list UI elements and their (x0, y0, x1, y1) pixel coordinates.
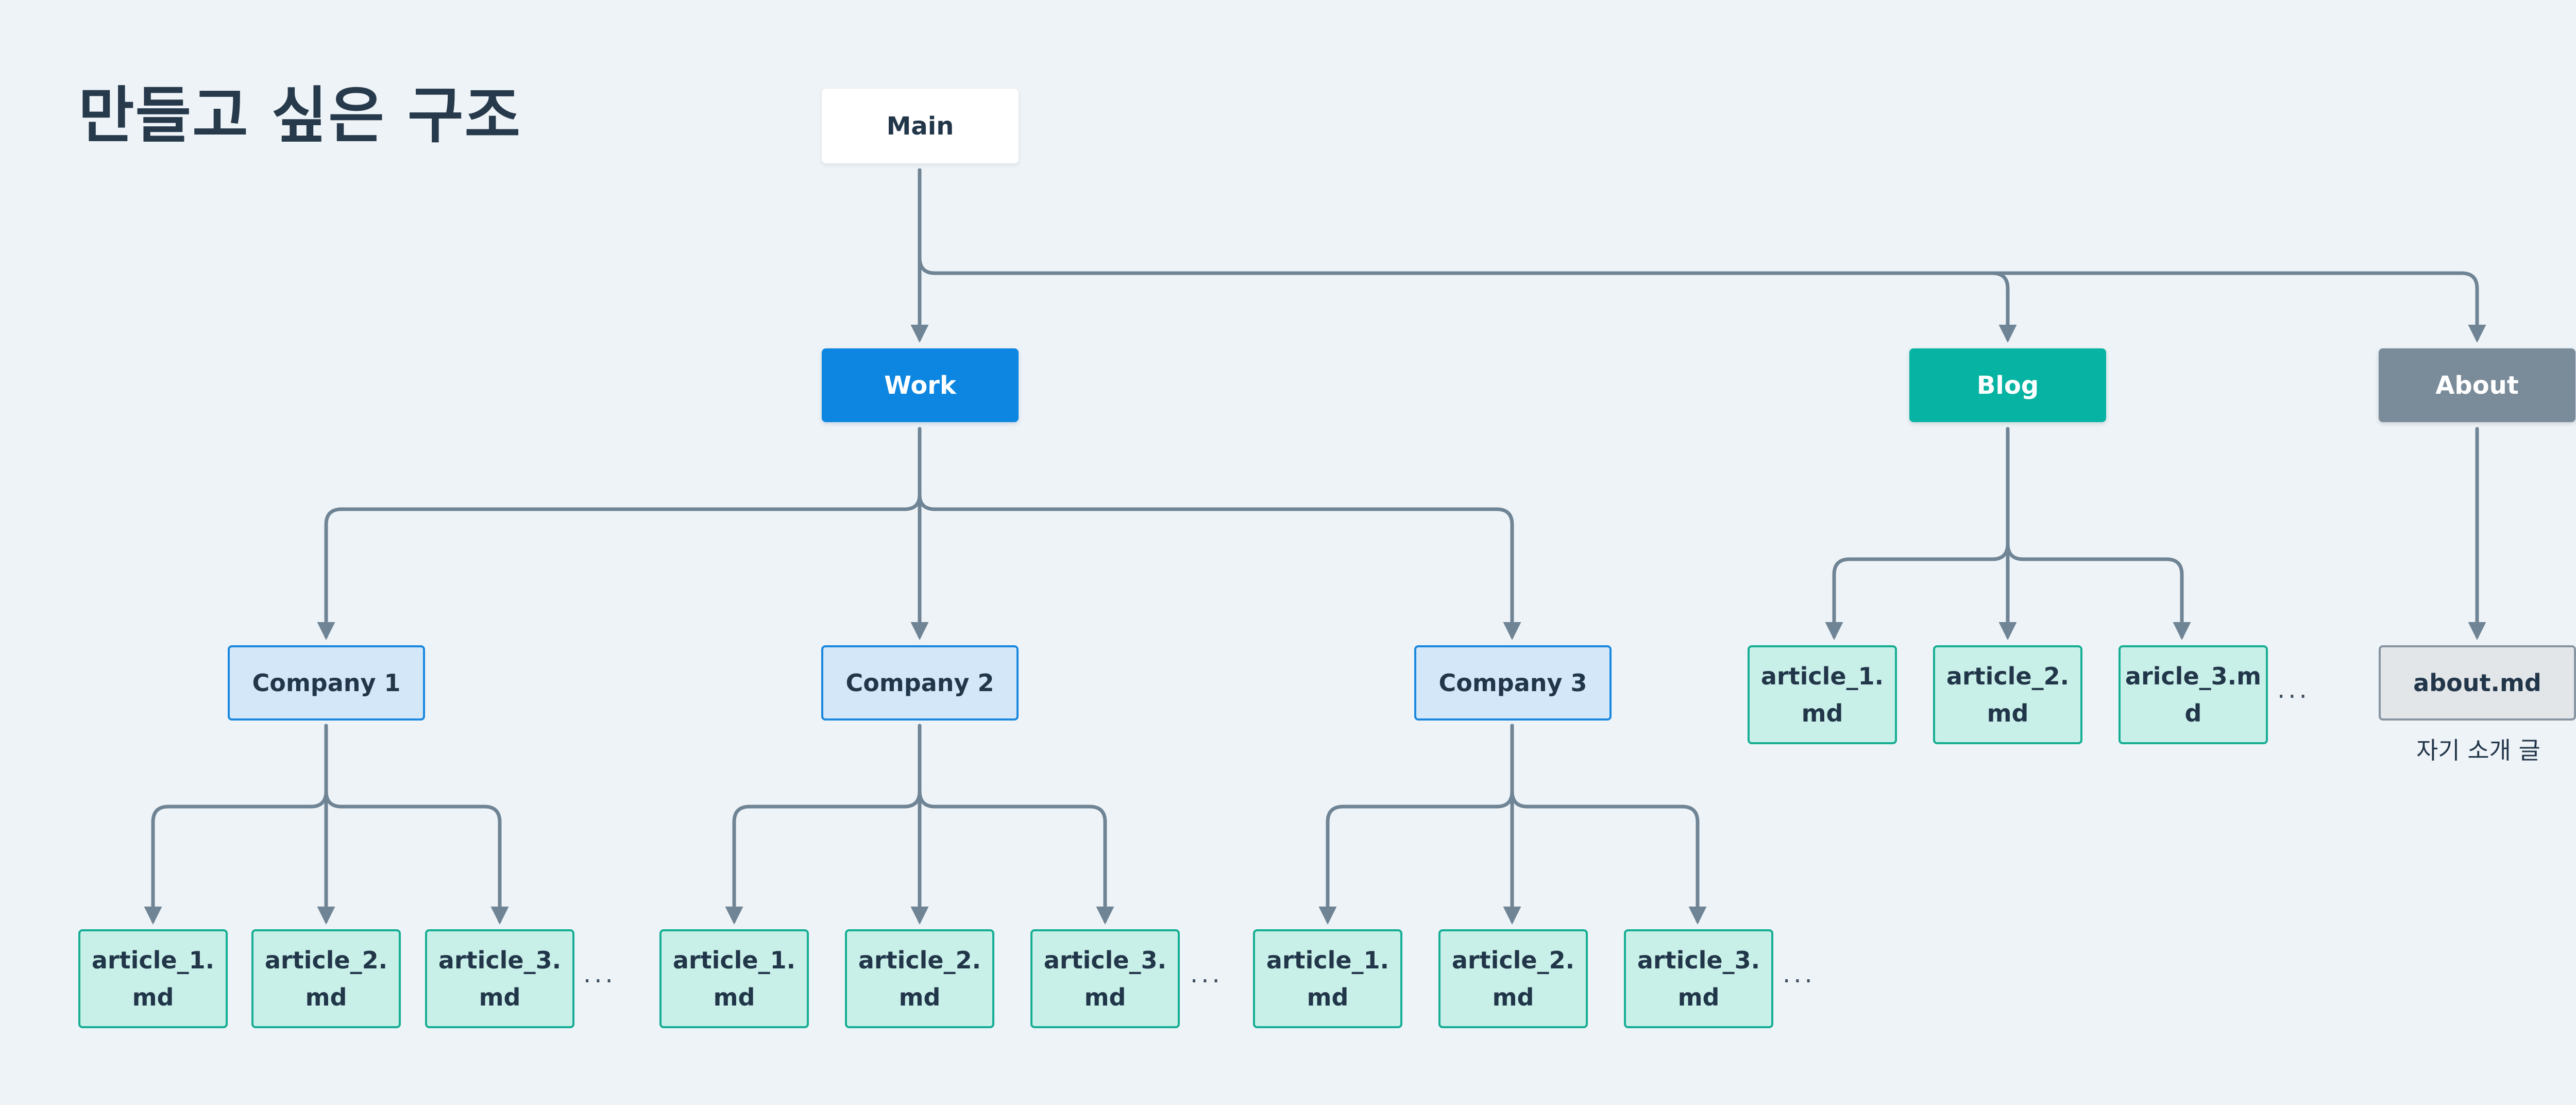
edge-work-company-1 (317, 427, 922, 640)
node-company-2-article-1: article_1.md (659, 929, 809, 1028)
node-main: Main (822, 89, 1019, 163)
edge-work-company-3 (918, 493, 1521, 640)
node-company-3-article-2: article_2.md (1438, 929, 1588, 1028)
node-blog-article-2: article_2.md (1933, 645, 2082, 744)
blog-more-ellipsis: ... (2277, 675, 2310, 704)
diagram-title: 만들고 싶은 구조 (78, 80, 522, 151)
node-company-1-article-1: article_1.md (78, 929, 228, 1028)
node-company-1-article-2: article_2.md (251, 929, 401, 1028)
node-company-2: Company 2 (821, 645, 1019, 721)
node-company-1: Company 1 (228, 645, 425, 721)
edge-company-2-article-1 (725, 724, 922, 925)
edge-company-1-article-1 (144, 724, 328, 925)
company-2-more-ellipsis: ... (1190, 960, 1223, 989)
node-company-2-article-2: article_2.md (845, 929, 994, 1028)
node-about: About (2379, 348, 2575, 422)
edge-main-about (1990, 271, 2486, 343)
company-3-more-ellipsis: ... (1783, 960, 1816, 989)
node-about-md: about.md (2379, 645, 2576, 721)
node-work: Work (822, 348, 1019, 422)
node-company-3: Company 3 (1414, 645, 1612, 721)
edge-company-3-article-3 (1510, 789, 1707, 925)
edge-company-3-article-1 (1318, 724, 1514, 925)
edge-company-1-article-3 (324, 789, 509, 925)
node-blog: Blog (1909, 348, 2106, 422)
edge-blog-article-1 (1825, 427, 2010, 640)
node-blog-article-1: article_1.md (1748, 645, 1897, 744)
edge-company-2-article-3 (918, 789, 1114, 925)
company-1-more-ellipsis: ... (583, 960, 616, 989)
edge-blog-article-3 (2006, 542, 2191, 640)
node-blog-article-3: aricle_3.md (2119, 645, 2268, 744)
node-company-3-article-1: article_1.md (1253, 929, 1402, 1028)
node-company-1-article-3: article_3.md (425, 929, 574, 1028)
node-company-3-article-3: article_3.md (1624, 929, 1773, 1028)
about-caption: 자기 소개 글 (2416, 736, 2540, 764)
edge-main-blog (918, 168, 2017, 343)
node-company-2-article-3: article_3.md (1030, 929, 1180, 1028)
